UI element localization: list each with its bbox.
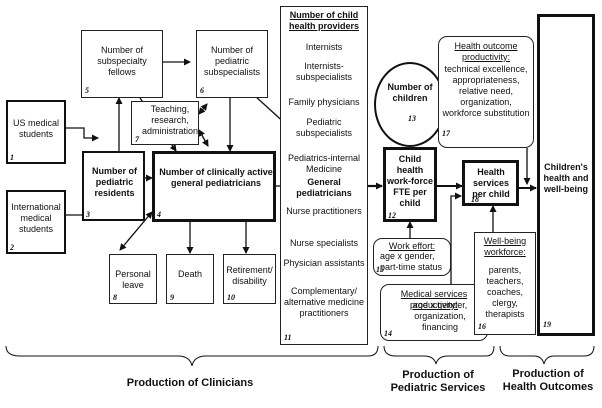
outcome-label: Children's health and well-being bbox=[543, 162, 589, 194]
services-box: Health services per child 18 bbox=[462, 160, 519, 206]
provider-item: Nurse practitioners bbox=[286, 206, 362, 216]
leave-box: Personal leave 8 bbox=[109, 254, 157, 304]
section-services: Production of Pediatric Services bbox=[390, 369, 486, 394]
provider-item: Nurse specialists bbox=[289, 238, 359, 248]
teaching-number: 7 bbox=[135, 135, 139, 144]
arrow-teaching-subspec bbox=[198, 103, 208, 115]
us-students-number: 1 bbox=[10, 153, 14, 162]
arrow-gen-to-leave bbox=[119, 211, 153, 251]
gen-peds-number: 4 bbox=[157, 210, 161, 219]
fte-box: Child health work-force FTE per child 12 bbox=[383, 147, 437, 222]
med-prod-title: Medical services productivity: bbox=[400, 289, 468, 310]
work-effort-body: age x gender, part-time status bbox=[380, 251, 443, 272]
teaching-box: Teaching, research, administration 7 bbox=[131, 101, 199, 145]
residents-box: Number of pediatric residents 3 bbox=[82, 151, 145, 221]
outcome-box: Children's health and well-being 19 bbox=[537, 14, 595, 336]
wellbeing-title: Well-being workforce: bbox=[483, 236, 527, 257]
provider-item: Physician assistants bbox=[283, 258, 365, 268]
arrow-teaching-gen bbox=[198, 129, 209, 147]
subspec-label: Number of pediatric subspecialists bbox=[203, 45, 261, 77]
fellows-label: Number of subspecialty fellows bbox=[97, 45, 147, 77]
death-label: Death bbox=[177, 269, 203, 279]
residents-label: Number of pediatric residents bbox=[92, 166, 137, 198]
provider-item: General pediatricians bbox=[296, 177, 352, 198]
work-effort-title: Work effort: bbox=[388, 241, 436, 251]
med-prod-box: Medical services productivity: age x gen… bbox=[380, 284, 488, 341]
section-outcomes: Production of Health Outcomes bbox=[502, 368, 594, 393]
death-box: Death 9 bbox=[166, 254, 214, 304]
fellows-box: Number of subspecialty fellows 5 bbox=[81, 30, 163, 98]
provider-item: Pediatrics-internal Medicine bbox=[287, 153, 361, 174]
provider-item: Family physicians bbox=[288, 97, 360, 107]
wellbeing-box: Well-being workforce: parents, teachers,… bbox=[474, 232, 536, 335]
arrow-us-to-residents bbox=[66, 127, 99, 142]
children-label: Number of children bbox=[387, 82, 433, 103]
brace-services bbox=[383, 345, 495, 365]
med-prod-body: age x gender, organization, financing bbox=[412, 300, 468, 332]
intl-students-number: 2 bbox=[10, 243, 14, 252]
intl-students-label: International medical students bbox=[11, 202, 61, 234]
health-prod-number: 17 bbox=[442, 129, 450, 138]
fte-number: 12 bbox=[388, 211, 396, 220]
gen-peds-box: Number of clinically active general pedi… bbox=[152, 151, 276, 222]
retire-box: Retirement/ disability 10 bbox=[223, 254, 276, 304]
arrow-medprod-to-services bbox=[450, 192, 462, 284]
health-prod-box: Health outcome productivity: technical e… bbox=[438, 36, 534, 148]
providers-box: Number of child health providers Interni… bbox=[280, 6, 368, 345]
provider-item: Internists-subspecialists bbox=[295, 61, 353, 82]
wellbeing-number: 16 bbox=[478, 322, 486, 331]
gen-peds-label: Number of clinically active general pedi… bbox=[159, 167, 273, 188]
subspec-number: 6 bbox=[200, 86, 204, 95]
work-effort-number: 15 bbox=[376, 265, 384, 274]
fellows-number: 5 bbox=[85, 86, 89, 95]
providers-number: 11 bbox=[284, 333, 292, 342]
services-number: 18 bbox=[471, 195, 479, 204]
retire-number: 10 bbox=[227, 293, 235, 302]
retire-label: Retirement/ disability bbox=[226, 265, 273, 286]
provider-item: Complementary/ alternative medicine prac… bbox=[283, 286, 365, 318]
services-label: Health services per child bbox=[472, 167, 510, 199]
us-students-box: US medical students 1 bbox=[6, 100, 66, 164]
leave-label: Personal leave bbox=[115, 269, 151, 290]
teaching-label: Teaching, research, administration bbox=[142, 104, 199, 136]
outcome-number: 19 bbox=[543, 320, 551, 329]
med-prod-number: 14 bbox=[384, 329, 392, 338]
leave-number: 8 bbox=[113, 293, 117, 302]
health-prod-body: technical excellence, appropriateness, r… bbox=[442, 64, 530, 118]
intl-students-box: International medical students 2 bbox=[6, 190, 66, 254]
providers-title: Number of child health providers bbox=[288, 10, 360, 31]
section-clinicians: Production of Clinicians bbox=[126, 377, 254, 389]
brace-clinicians bbox=[5, 345, 379, 367]
work-effort-box: Work effort: age x gender, part-time sta… bbox=[373, 238, 451, 276]
us-students-label: US medical students bbox=[12, 118, 59, 139]
health-prod-title: Health outcome productivity: bbox=[454, 41, 518, 62]
children-circle: Number of children 13 bbox=[374, 62, 446, 147]
death-number: 9 bbox=[170, 293, 174, 302]
subspec-box: Number of pediatric subspecialists 6 bbox=[196, 30, 268, 98]
fte-label: Child health work-force FTE per child bbox=[387, 154, 434, 208]
brace-outcomes bbox=[499, 345, 595, 365]
provider-item: Pediatric subspecialists bbox=[295, 117, 353, 138]
residents-number: 3 bbox=[86, 210, 90, 219]
provider-item: Internists bbox=[305, 42, 343, 52]
children-number: 13 bbox=[408, 114, 416, 123]
wellbeing-body: parents, teachers, coaches, clergy, ther… bbox=[485, 265, 525, 319]
